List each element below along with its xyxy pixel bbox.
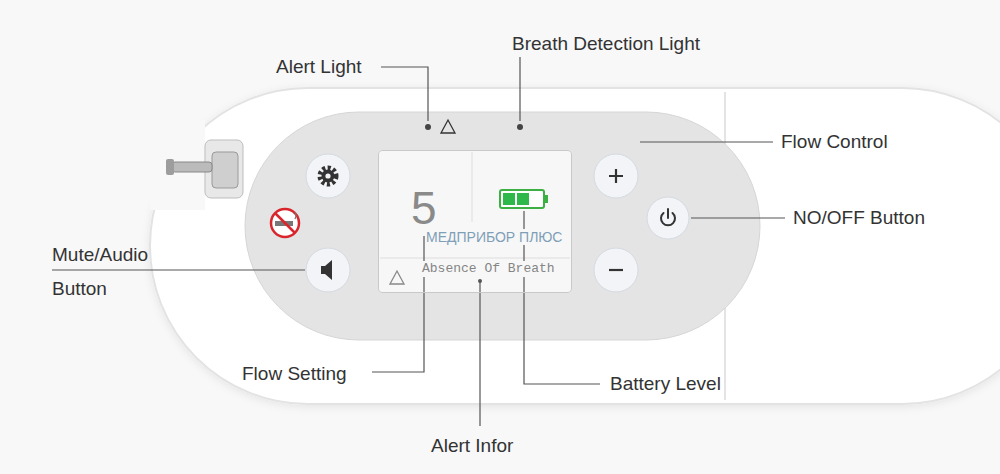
gear-body [322,170,335,183]
gear-teeth [320,168,336,184]
part-label: Battery Level [610,372,721,396]
leader-line [519,57,520,121]
button-face [306,248,350,292]
part-label: Breath Detection Light [512,32,700,56]
flow-value: 5 [409,183,439,233]
leader-line [52,269,305,270]
alert-light [425,124,431,130]
plus-button [594,154,638,198]
leader-lines [52,57,785,426]
alert-triangle-icon [390,271,404,284]
mute-button [306,248,350,292]
minus-icon [609,269,623,271]
button-face [647,197,689,239]
battery-outline [500,190,544,208]
plus-icon [609,169,623,183]
battery-segment [517,193,529,205]
screen-divider [380,258,570,259]
alert-message: Absence Of Breath [421,261,556,277]
button-face [594,248,638,292]
connector-barrel [212,152,238,188]
leader-line [381,67,428,121]
settings-button [306,154,350,198]
leader-line [640,141,773,142]
button-face [306,154,350,198]
part-label: Flow Setting [242,362,347,386]
outlet-connector [166,140,243,198]
minus-button [594,248,638,292]
battery-terminal [544,195,548,203]
part-label: Alert Infor [431,434,513,458]
leader-line [479,282,480,426]
connector-nozzle [172,162,212,172]
display-screen: 5Absence Of Breath [378,150,572,293]
device-body [150,88,1000,404]
connector-tip [166,159,174,175]
no-smoking-sign [271,209,299,237]
watermark: МЕДПРИБОР ПЛЮС [425,229,563,245]
smoke [295,212,296,219]
part-label: Alert Light [276,55,362,79]
leader-line [372,236,424,372]
part-label: Mute/Audio Button [52,238,177,306]
screen-fill [378,150,572,293]
sign-ring [271,209,299,237]
button-face [594,154,638,198]
battery-icon [500,190,548,208]
part-label: NO/OFF Button [793,206,925,230]
speaker-icon [321,260,332,280]
power-button [647,197,689,239]
screen-ground [378,150,572,293]
leader-line [691,217,785,218]
housing [150,88,1000,404]
breath-light [517,124,523,130]
leader-dot [478,279,482,283]
gear-hole [325,173,330,178]
control-panel [245,112,760,340]
screen-divider [472,152,473,222]
battery-segment [503,193,515,205]
power-icon [667,209,669,218]
part-label: Flow Control [781,130,888,154]
sign-bar [275,213,295,233]
alert-light-icon [441,120,455,133]
